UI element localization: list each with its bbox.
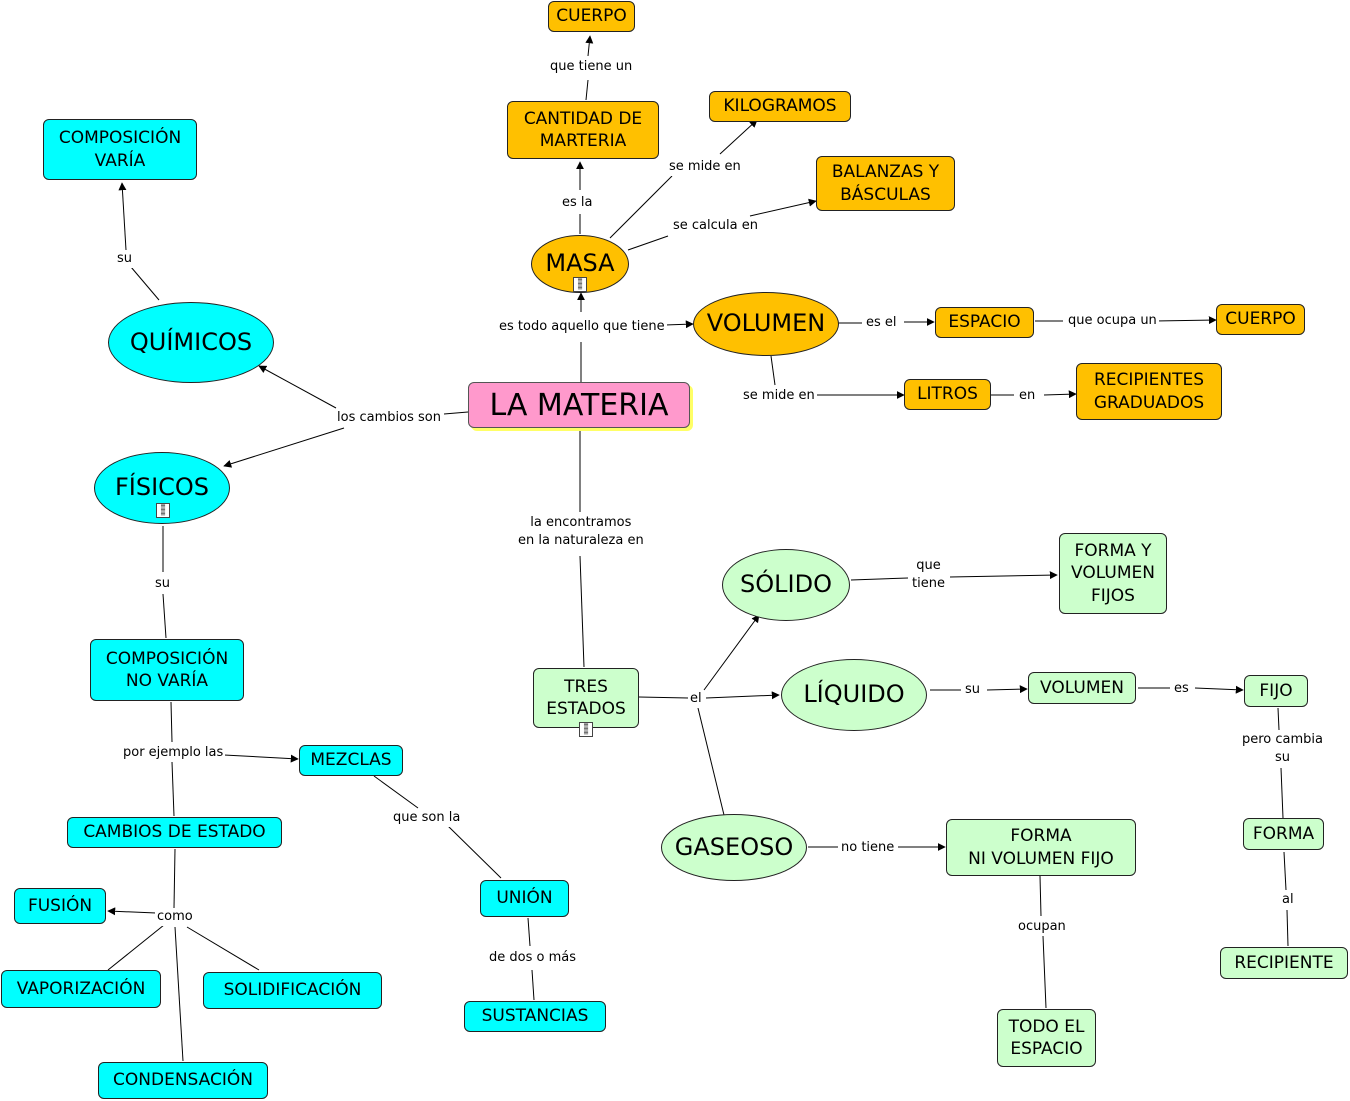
concept-forma-volumen-fijos[interactable]: FORMA Y VOLUMEN FIJOS: [1059, 533, 1167, 614]
concept-espacio[interactable]: ESPACIO: [935, 307, 1034, 338]
link-label-en: en: [1017, 387, 1038, 406]
link-label-el: el: [688, 690, 704, 709]
link-label-es-el: es el: [864, 314, 899, 333]
concept-composicion-varia[interactable]: COMPOSICIÓN VARÍA: [43, 119, 197, 180]
concept-la-materia[interactable]: LA MATERIA: [468, 382, 690, 428]
concept-condensacion[interactable]: CONDENSACIÓN: [98, 1062, 268, 1099]
link-label-los-cambios-son: los cambios son: [335, 409, 443, 428]
link-label-se-mide-en-masa: se mide en: [667, 158, 743, 177]
link-label-se-calcula-en: se calcula en: [671, 217, 760, 236]
concept-litros[interactable]: LITROS: [904, 379, 991, 410]
link-label-que-tiene-un: que tiene un: [548, 58, 635, 77]
concept-recipiente[interactable]: RECIPIENTE: [1220, 947, 1348, 979]
link-label-que-ocupa-un: que ocupa un: [1066, 312, 1159, 331]
link-label-que-son-la: que son la: [391, 809, 463, 828]
link-label-es: es: [1172, 680, 1191, 699]
concept-balanzas-basculas[interactable]: BALANZAS Y BÁSCULAS: [816, 156, 955, 211]
concept-fijo[interactable]: FIJO: [1244, 675, 1308, 707]
concept-kilogramos[interactable]: KILOGRAMOS: [709, 91, 851, 122]
link-label-su-fisicos: su: [153, 575, 173, 594]
link-label-como: como: [155, 908, 195, 927]
concept-tres-estados[interactable]: TRES ESTADOS: [533, 668, 639, 728]
link-label-es-la: es la: [560, 194, 595, 213]
concept-todo-el-espacio[interactable]: TODO EL ESPACIO: [997, 1009, 1096, 1067]
link-label-no-tiene: no tiene: [839, 839, 897, 858]
concept-mezclas[interactable]: MEZCLAS: [299, 745, 403, 776]
concept-forma-liquido[interactable]: FORMA: [1243, 818, 1324, 850]
document-icon[interactable]: ≡≡≡: [573, 276, 587, 292]
concept-forma-ni-volumen[interactable]: FORMA NI VOLUMEN FIJO: [946, 819, 1136, 876]
concept-cuerpo-top[interactable]: CUERPO: [548, 1, 635, 32]
link-label-que-tiene: que tiene: [910, 557, 947, 594]
link-label-se-mide-en-vol: se mide en: [741, 387, 817, 406]
link-label-por-ejemplo-las: por ejemplo las: [121, 744, 226, 763]
link-label-de-dos-o-mas: de dos o más: [487, 949, 578, 968]
link-label-al: al: [1280, 891, 1296, 910]
link-label-ocupan: ocupan: [1016, 918, 1068, 937]
concept-liquido[interactable]: LÍQUIDO: [781, 659, 927, 731]
concept-recipientes-graduados[interactable]: RECIPIENTES GRADUADOS: [1076, 363, 1222, 420]
concept-solidificacion[interactable]: SOLIDIFICACIÓN: [203, 972, 382, 1009]
link-label-la-encontramos: la encontramos en la naturaleza en: [516, 514, 646, 551]
concept-solido[interactable]: SÓLIDO: [722, 549, 850, 621]
concept-gaseoso[interactable]: GASEOSO: [661, 814, 807, 881]
document-icon[interactable]: ≡≡≡: [156, 502, 170, 518]
document-icon[interactable]: ≡≡≡: [579, 721, 593, 737]
concept-union[interactable]: UNIÓN: [480, 880, 569, 917]
concept-cantidad-materia[interactable]: CANTIDAD DE MARTERIA: [507, 101, 659, 159]
concept-volumen-liquido[interactable]: VOLUMEN: [1028, 672, 1136, 704]
concept-quimicos[interactable]: QUÍMICOS: [108, 302, 274, 383]
concept-composicion-no-varia[interactable]: COMPOSICIÓN NO VARÍA: [90, 639, 244, 701]
concept-fusion[interactable]: FUSIÓN: [14, 888, 106, 924]
link-label-pero-cambia-su: pero cambia su: [1240, 731, 1326, 768]
concept-fisicos[interactable]: FÍSICOS: [94, 452, 230, 524]
concept-volumen[interactable]: VOLUMEN: [693, 292, 839, 356]
concept-vaporizacion[interactable]: VAPORIZACIÓN: [1, 970, 161, 1008]
link-label-su-quimicos: su: [115, 250, 135, 269]
concept-cuerpo-right[interactable]: CUERPO: [1216, 304, 1305, 335]
concept-sustancias[interactable]: SUSTANCIAS: [464, 1001, 606, 1032]
link-label-es-todo-aquello: es todo aquello que tiene: [497, 318, 667, 337]
link-label-su-liquido: su: [963, 681, 983, 700]
concept-cambios-de-estado[interactable]: CAMBIOS DE ESTADO: [67, 817, 282, 848]
